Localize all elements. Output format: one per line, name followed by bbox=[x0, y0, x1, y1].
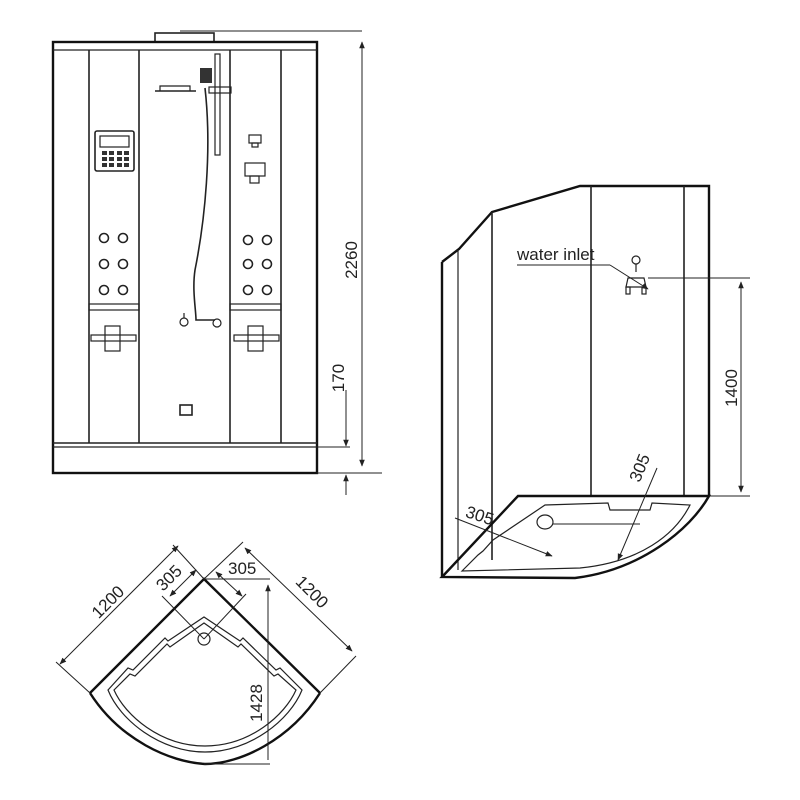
shower-hose bbox=[193, 87, 215, 321]
control-panel-icon bbox=[94, 130, 135, 172]
cabin-top-outline bbox=[441, 184, 711, 496]
water-inlet-label: water inlet bbox=[516, 245, 595, 264]
massage-jets-left bbox=[98, 232, 129, 296]
light-icon bbox=[244, 162, 266, 177]
slide-bar bbox=[214, 53, 221, 156]
top-cap bbox=[154, 32, 215, 43]
door-handle-left bbox=[90, 325, 137, 352]
shower-tray bbox=[439, 494, 712, 580]
front-view: 2260 170 bbox=[51, 30, 382, 495]
drain-offset-305-left-label: 305 bbox=[463, 502, 496, 529]
inlet-height-1400-label: 1400 bbox=[722, 369, 741, 407]
massage-jets-right bbox=[242, 234, 273, 296]
base-170-label: 170 bbox=[329, 364, 348, 392]
speaker-icon bbox=[248, 134, 262, 144]
drain-icon bbox=[197, 632, 211, 646]
diagonal-1428-label: 1428 bbox=[247, 684, 266, 722]
plan-view: 1200 1200 305 305 1428 bbox=[55, 541, 357, 766]
drain-offset-305-right-label: 305 bbox=[228, 559, 256, 578]
height-2260-label: 2260 bbox=[342, 241, 361, 279]
side-view: water inlet 1400 305 305 bbox=[439, 184, 750, 580]
cabin-outline bbox=[51, 40, 319, 475]
drain-offset-305-right-label: 305 bbox=[626, 451, 654, 484]
hand-shower-icon bbox=[200, 68, 212, 83]
drain-icon bbox=[536, 514, 554, 530]
shelf-icon bbox=[155, 85, 196, 92]
door-handle-right bbox=[233, 325, 280, 352]
valve-icon bbox=[179, 317, 189, 327]
drain-box-icon bbox=[179, 404, 193, 416]
width-1200-right-label: 1200 bbox=[292, 572, 332, 612]
tray-front-curve bbox=[88, 692, 322, 766]
water-inlet-fixture-icon bbox=[625, 255, 647, 295]
